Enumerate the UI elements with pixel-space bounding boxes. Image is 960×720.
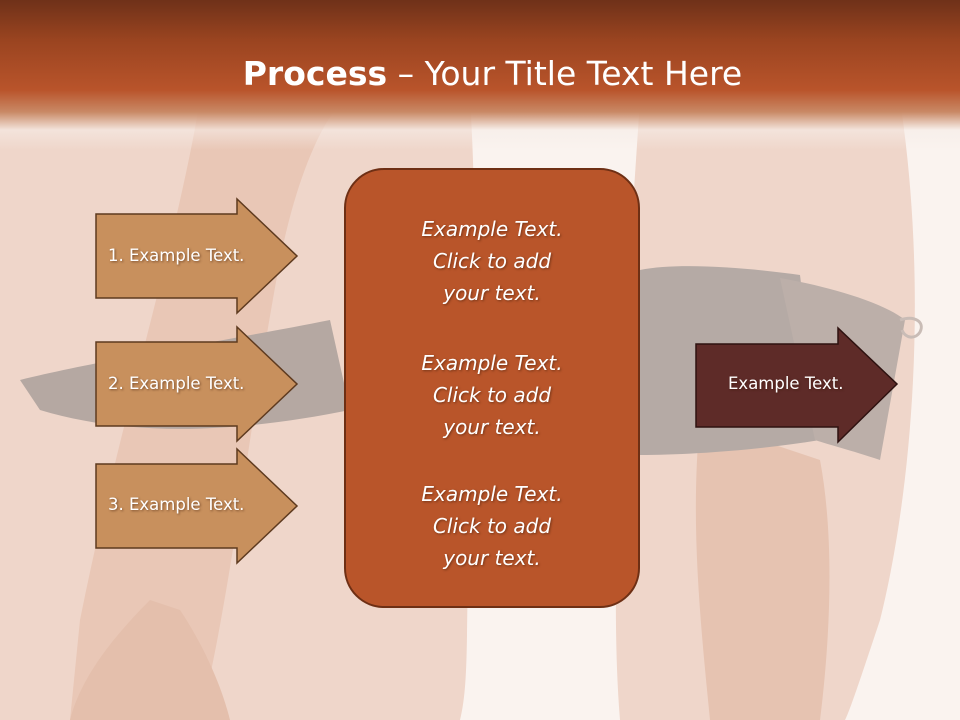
center-text-block-3[interactable]: Example Text. Click to add your text. <box>344 478 640 574</box>
title-bar <box>0 0 960 150</box>
center-text-block-1[interactable]: Example Text. Click to add your text. <box>344 213 640 309</box>
center-block-3-line-3: your text. <box>443 546 541 570</box>
center-block-3-line-1: Example Text. <box>421 482 563 506</box>
result-arrow-shape <box>695 326 899 444</box>
slide-title[interactable]: Process – Your Title Text Here <box>0 52 960 96</box>
center-process-box[interactable] <box>344 168 640 608</box>
step-arrow-1-shape <box>95 197 299 315</box>
step-arrow-1-label: 1. Example Text. <box>108 246 245 265</box>
center-block-1-line-3: your text. <box>443 281 541 305</box>
step-arrow-2-label: 2. Example Text. <box>108 374 245 393</box>
step-arrow-3[interactable]: 3. Example Text. <box>95 447 300 565</box>
step-arrow-3-label: 3. Example Text. <box>108 495 245 514</box>
center-block-2-line-2: Click to add <box>432 383 552 407</box>
step-arrow-1[interactable]: 1. Example Text. <box>95 197 300 315</box>
center-block-2-line-3: your text. <box>443 415 541 439</box>
step-arrow-2-shape <box>95 325 299 443</box>
center-block-3-line-2: Click to add <box>432 514 552 538</box>
result-arrow-label: Example Text. <box>728 374 844 393</box>
step-arrow-2[interactable]: 2. Example Text. <box>95 325 300 443</box>
title-rest: – Your Title Text Here <box>387 54 743 93</box>
center-block-1-line-1: Example Text. <box>421 217 563 241</box>
title-bold: Process <box>242 54 388 93</box>
step-arrow-3-shape <box>95 447 299 565</box>
result-arrow[interactable]: Example Text. <box>695 326 900 444</box>
center-block-1-line-2: Click to add <box>432 249 552 273</box>
center-block-2-line-1: Example Text. <box>421 351 563 375</box>
center-text-block-2[interactable]: Example Text. Click to add your text. <box>344 347 640 443</box>
